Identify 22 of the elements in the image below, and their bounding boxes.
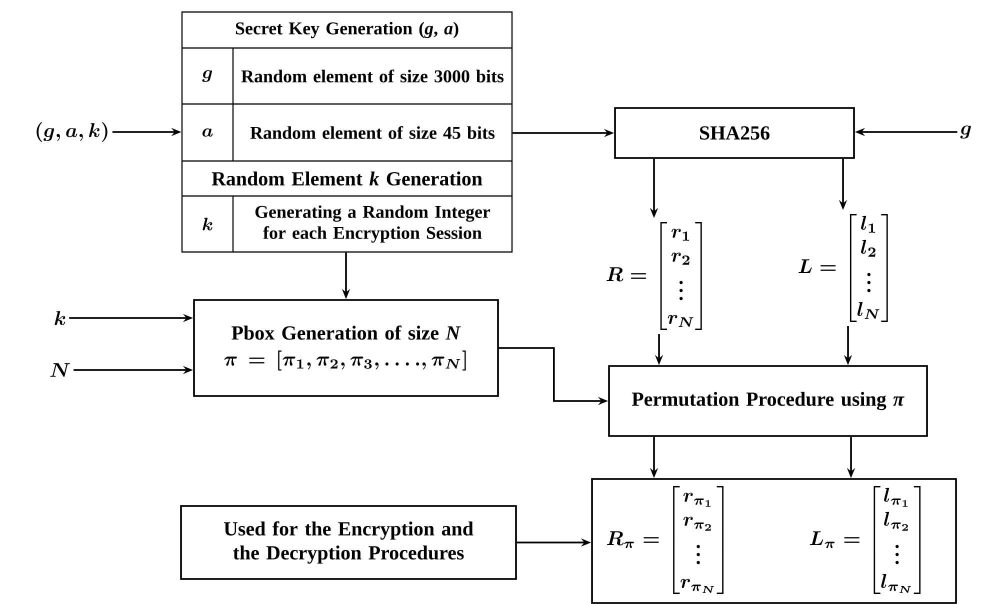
table-cell-text: Secret Key Generation (g, a) <box>236 22 458 38</box>
matrix-formula: $R_{\pi} = \begin{bmatrix} r_{\pi_{1}} \\ r_{\pi_{2}} \\ \vdots \\ r_{\pi_{N}} \end{bmatrix}$ <box>606 486 724 594</box>
table-cell-text: Random Element k Generation <box>212 171 482 186</box>
sha-box: SHA256 <box>614 107 855 159</box>
node-text: $R = \begin{bmatrix} r_{1} \\ r_{2} \\ \vdots \\ r_{N} \end{bmatrix}$ <box>606 222 702 330</box>
node-text: $(g, a, k)$ <box>36 122 108 142</box>
process-box: Pbox Generation of size N $\pi = [\pi_{1}, \pi_{2}, \pi_{3}, \ldots., \pi_{N}]$ <box>193 299 499 397</box>
node-text: $g$ <box>960 125 971 139</box>
table-cell-text: Generating a Random Integer for each Encryption Session <box>255 205 490 243</box>
output-box <box>591 478 957 604</box>
table <box>181 11 513 253</box>
table-cell-text: $g$ <box>202 70 212 82</box>
table-cell-text: $k$ <box>202 218 212 230</box>
table-cell-text: Random element of size 45 bits <box>250 126 495 139</box>
process-box: Used for the Encryption and the Decryption Procedures <box>180 505 517 580</box>
node-text: $N$ <box>50 363 70 377</box>
table-cell-text: $a$ <box>202 128 213 137</box>
process-box: Permutation Procedure using π <box>608 365 928 437</box>
table-cell-text: Random element of size 3000 bits <box>241 70 504 82</box>
node-text: $k$ <box>54 311 66 326</box>
node-text: $L = \begin{bmatrix} l_{1} \\ l_{2} \\ \vdots \\ l_{N} \end{bmatrix}$ <box>798 214 888 322</box>
matrix-formula: $L_{\pi} = \begin{bmatrix} l_{\pi_{1}} \\ l_{\pi_{2}} \\ \vdots \\ l_{\pi_{N}} \end{bmatrix}$ <box>810 486 921 594</box>
